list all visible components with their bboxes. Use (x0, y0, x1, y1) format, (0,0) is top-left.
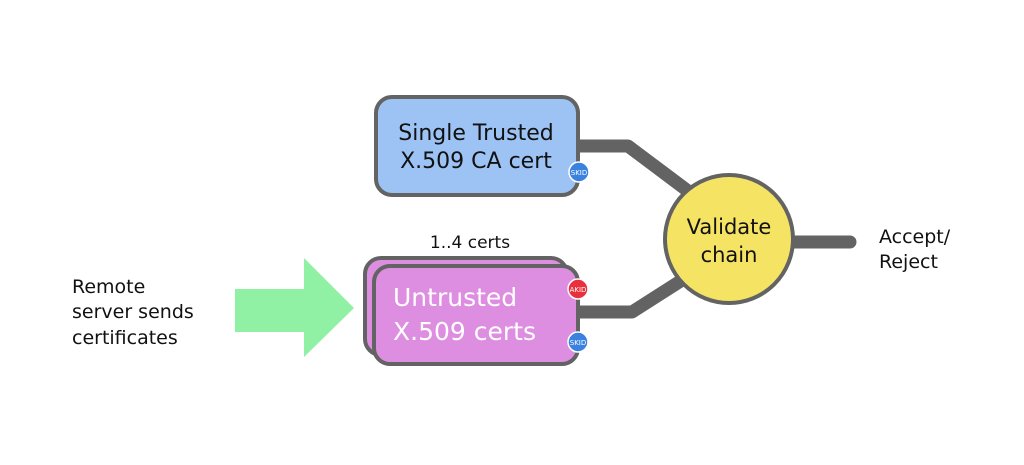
cert-count-label: 1..4 certs (430, 233, 510, 253)
untrusted-akid-badge: AKID (567, 278, 589, 300)
trusted-cert-line-1: Single Trusted (398, 121, 553, 146)
result-line-2: Reject (879, 251, 938, 273)
trusted-to-validator-connector (563, 139, 707, 207)
untrusted-skid-badge-text: SKID (570, 339, 587, 347)
send-arrow (235, 258, 354, 357)
source-line-3: certificates (72, 327, 178, 349)
source-line-1: Remote (72, 276, 145, 298)
validate-chain-node: Validate chain (663, 173, 795, 305)
trusted-skid-badge: SKID (568, 161, 590, 183)
untrusted-cert-line-2: X.509 certs (393, 317, 536, 346)
untrusted-akid-badge-text: AKID (570, 286, 587, 294)
untrusted-to-validator-connector (563, 268, 697, 319)
result-label: Accept/ Reject (879, 226, 951, 273)
untrusted-certs-node: Untrusted X.509 certs AKID SKID (363, 256, 589, 366)
source-label: Remote server sends certificates (72, 276, 194, 349)
trusted-cert-node: Single Trusted X.509 CA cert SKID (374, 95, 590, 197)
source-line-2: server sends (72, 301, 194, 323)
untrusted-skid-badge: SKID (567, 331, 589, 353)
untrusted-cert-front (372, 264, 580, 366)
untrusted-cert-line-1: Untrusted (393, 283, 517, 312)
result-line-1: Accept/ (879, 226, 951, 248)
trusted-skid-badge-text: SKID (571, 169, 588, 177)
trusted-cert-line-2: X.509 CA cert (400, 149, 552, 174)
connectors (563, 139, 857, 319)
validator-line-1: Validate (687, 215, 772, 239)
validator-line-2: chain (701, 243, 758, 267)
